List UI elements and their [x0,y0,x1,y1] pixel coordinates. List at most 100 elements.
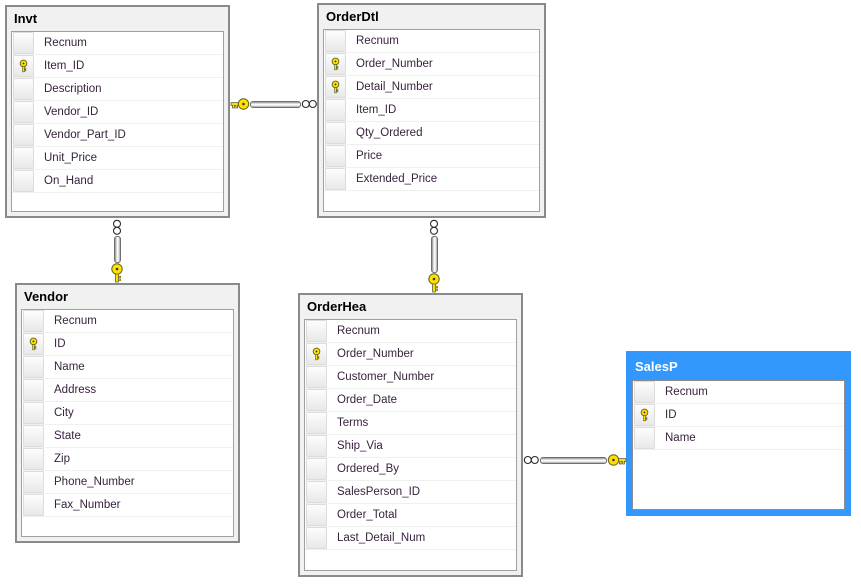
column-row[interactable]: Customer_Number [305,366,516,389]
table-title-orderdtl[interactable]: OrderDtl [326,9,379,24]
column-row[interactable]: SalesPerson_ID [305,481,516,504]
column-row[interactable]: Name [633,427,844,450]
column-row[interactable]: Price [324,145,539,168]
row-selector [13,147,34,169]
row-selector [23,471,44,493]
column-name: Zip [54,453,70,465]
row-selector [306,389,327,411]
column-row[interactable]: Fax_Number [22,494,233,517]
column-name: Item_ID [356,104,397,116]
column-row[interactable]: Recnum [324,30,539,53]
row-selector [23,356,44,378]
table-title-orderhea[interactable]: OrderHea [307,299,367,314]
column-row[interactable]: Detail_Number [324,76,539,99]
column-name: Fax_Number [54,499,121,511]
column-name: Vendor_ID [44,106,99,118]
column-name: Ship_Via [337,440,383,452]
column-row[interactable]: Ship_Via [305,435,516,458]
one-side-key-icon [110,263,124,283]
column-name: Order_Number [356,58,433,70]
primary-key-icon [13,55,34,77]
primary-key-icon [325,53,346,75]
column-name: Detail_Number [356,81,433,93]
column-name: Vendor_Part_ID [44,129,126,141]
column-row[interactable]: Order_Number [305,343,516,366]
one-side-key-icon [427,273,441,293]
column-row[interactable]: Recnum [305,320,516,343]
row-selector [13,101,34,123]
relationship-salesp-orderhea[interactable] [523,452,627,468]
column-row[interactable]: Recnum [12,32,223,55]
row-selector [23,448,44,470]
column-name: Address [54,384,97,396]
column-row[interactable]: Recnum [22,310,233,333]
column-row[interactable]: Qty_Ordered [324,122,539,145]
column-row[interactable]: Order_Total [305,504,516,527]
column-row[interactable]: Vendor_Part_ID [12,124,223,147]
primary-key-icon [306,343,327,365]
column-name: State [54,430,81,442]
column-name: SalesPerson_ID [337,486,421,498]
many-side-infinity-icon [429,219,439,236]
column-row[interactable]: Address [22,379,233,402]
column-row[interactable]: ID [633,404,844,427]
column-name: ID [54,338,66,350]
column-row[interactable]: Order_Number [324,53,539,76]
row-selector [23,310,44,332]
column-row[interactable]: Phone_Number [22,471,233,494]
row-selector [306,527,327,549]
column-row[interactable]: Item_ID [12,55,223,78]
column-row[interactable]: Unit_Price [12,147,223,170]
row-selector [13,124,34,146]
primary-key-icon [23,333,44,355]
column-row[interactable]: On_Hand [12,170,223,193]
column-name: Price [356,150,383,162]
column-row[interactable]: State [22,425,233,448]
row-selector [23,494,44,516]
row-selector [23,379,44,401]
column-row[interactable]: Zip [22,448,233,471]
row-selector [13,78,34,100]
column-name: Qty_Ordered [356,127,423,139]
primary-key-icon [634,404,655,426]
column-row[interactable]: Terms [305,412,516,435]
row-selector [23,402,44,424]
column-name: Phone_Number [54,476,135,488]
relationship-invt-orderdtl[interactable] [230,96,318,112]
table-title-invt[interactable]: Invt [14,11,38,26]
column-row[interactable]: Description [12,78,223,101]
column-name: ID [665,409,677,421]
table-title-salesp[interactable]: SalesP [635,359,678,374]
column-row[interactable]: City [22,402,233,425]
column-row[interactable]: Ordered_By [305,458,516,481]
column-row[interactable]: Vendor_ID [12,101,223,124]
column-name: Description [44,83,102,95]
row-selector [634,427,655,449]
row-selector [325,145,346,167]
relationship-orderhea-orderdtl[interactable] [426,219,442,293]
column-name: Recnum [44,37,87,49]
column-row[interactable]: Item_ID [324,99,539,122]
column-row[interactable]: Recnum [633,381,844,404]
one-side-key-icon [607,453,627,467]
relationship-line [430,236,438,273]
row-selector [325,168,346,190]
row-selector [325,122,346,144]
row-selector [306,366,327,388]
column-row[interactable]: ID [22,333,233,356]
column-row[interactable]: Name [22,356,233,379]
column-row[interactable]: Order_Date [305,389,516,412]
column-name: Order_Date [337,394,398,406]
column-row[interactable]: Last_Detail_Num [305,527,516,550]
column-row[interactable]: Extended_Price [324,168,539,191]
relationship-vendor-invt[interactable] [109,219,125,283]
table-title-vendor[interactable]: Vendor [24,289,69,304]
